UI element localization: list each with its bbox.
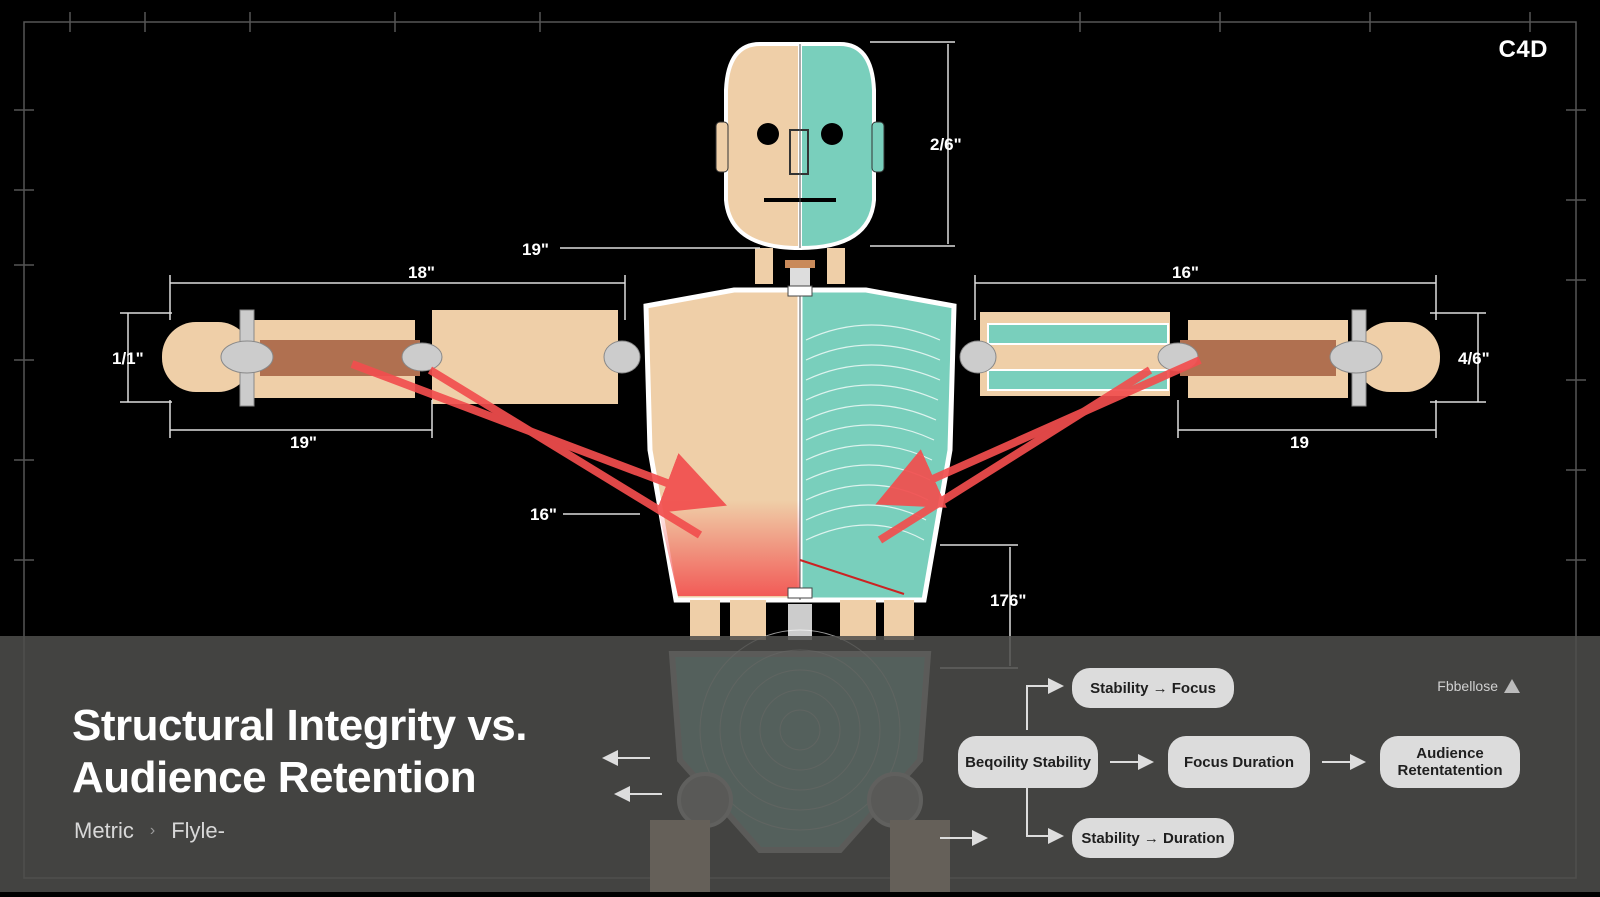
left-arm xyxy=(162,309,641,407)
mannequin-torso xyxy=(643,285,957,603)
page-title: Structural Integrity vs. Audience Retent… xyxy=(72,700,528,804)
dim-waist: 176" xyxy=(990,591,1026,610)
flow-node-middle[interactable]: Focus Duration xyxy=(1168,736,1310,788)
right-arm xyxy=(959,309,1440,407)
breadcrumb-second[interactable]: Flyle- xyxy=(171,818,225,843)
right-eye xyxy=(821,123,843,145)
chevron-right-icon: › xyxy=(149,822,156,839)
dim-right-arm-top: 16" xyxy=(1172,263,1199,282)
dim-left-arm-bottom: 19" xyxy=(290,433,317,452)
left-eye xyxy=(757,123,779,145)
dim-left-hand: 1/1" xyxy=(112,349,144,368)
title-line-1: Structural Integrity vs. xyxy=(72,701,528,750)
force-arrows xyxy=(350,356,1202,544)
title-line-2: Audience Retention xyxy=(72,753,477,802)
dimension-lines xyxy=(120,41,1486,669)
brand-logo: C4D xyxy=(1498,36,1548,63)
flow-node-top[interactable]: Stability → Focus xyxy=(1072,668,1234,708)
dim-head-height: 2/6" xyxy=(930,135,962,154)
flow-node-bottom[interactable]: Stability → Duration xyxy=(1072,818,1234,858)
breadcrumb: Metric › Flyle- xyxy=(74,818,225,844)
flow-node-source[interactable]: Beqoility Stability xyxy=(958,736,1098,788)
dim-left-arm-top: 18" xyxy=(408,263,435,282)
breadcrumb-first[interactable]: Metric xyxy=(74,818,134,843)
triangle-icon xyxy=(1504,679,1520,693)
legend-label: Fbbellose xyxy=(1437,678,1498,694)
dim-torso: 16" xyxy=(530,505,557,524)
dim-right-hand: 4/6" xyxy=(1458,349,1490,368)
legend: Fbbellose xyxy=(1437,678,1520,694)
dim-neck: 19" xyxy=(522,240,549,259)
info-band xyxy=(0,636,1600,892)
flow-node-target[interactable]: Audience Retentatention xyxy=(1380,736,1520,788)
mannequin-neck xyxy=(755,248,845,286)
dim-right-arm-bottom: 19 xyxy=(1290,433,1309,452)
mannequin-head xyxy=(715,42,885,251)
